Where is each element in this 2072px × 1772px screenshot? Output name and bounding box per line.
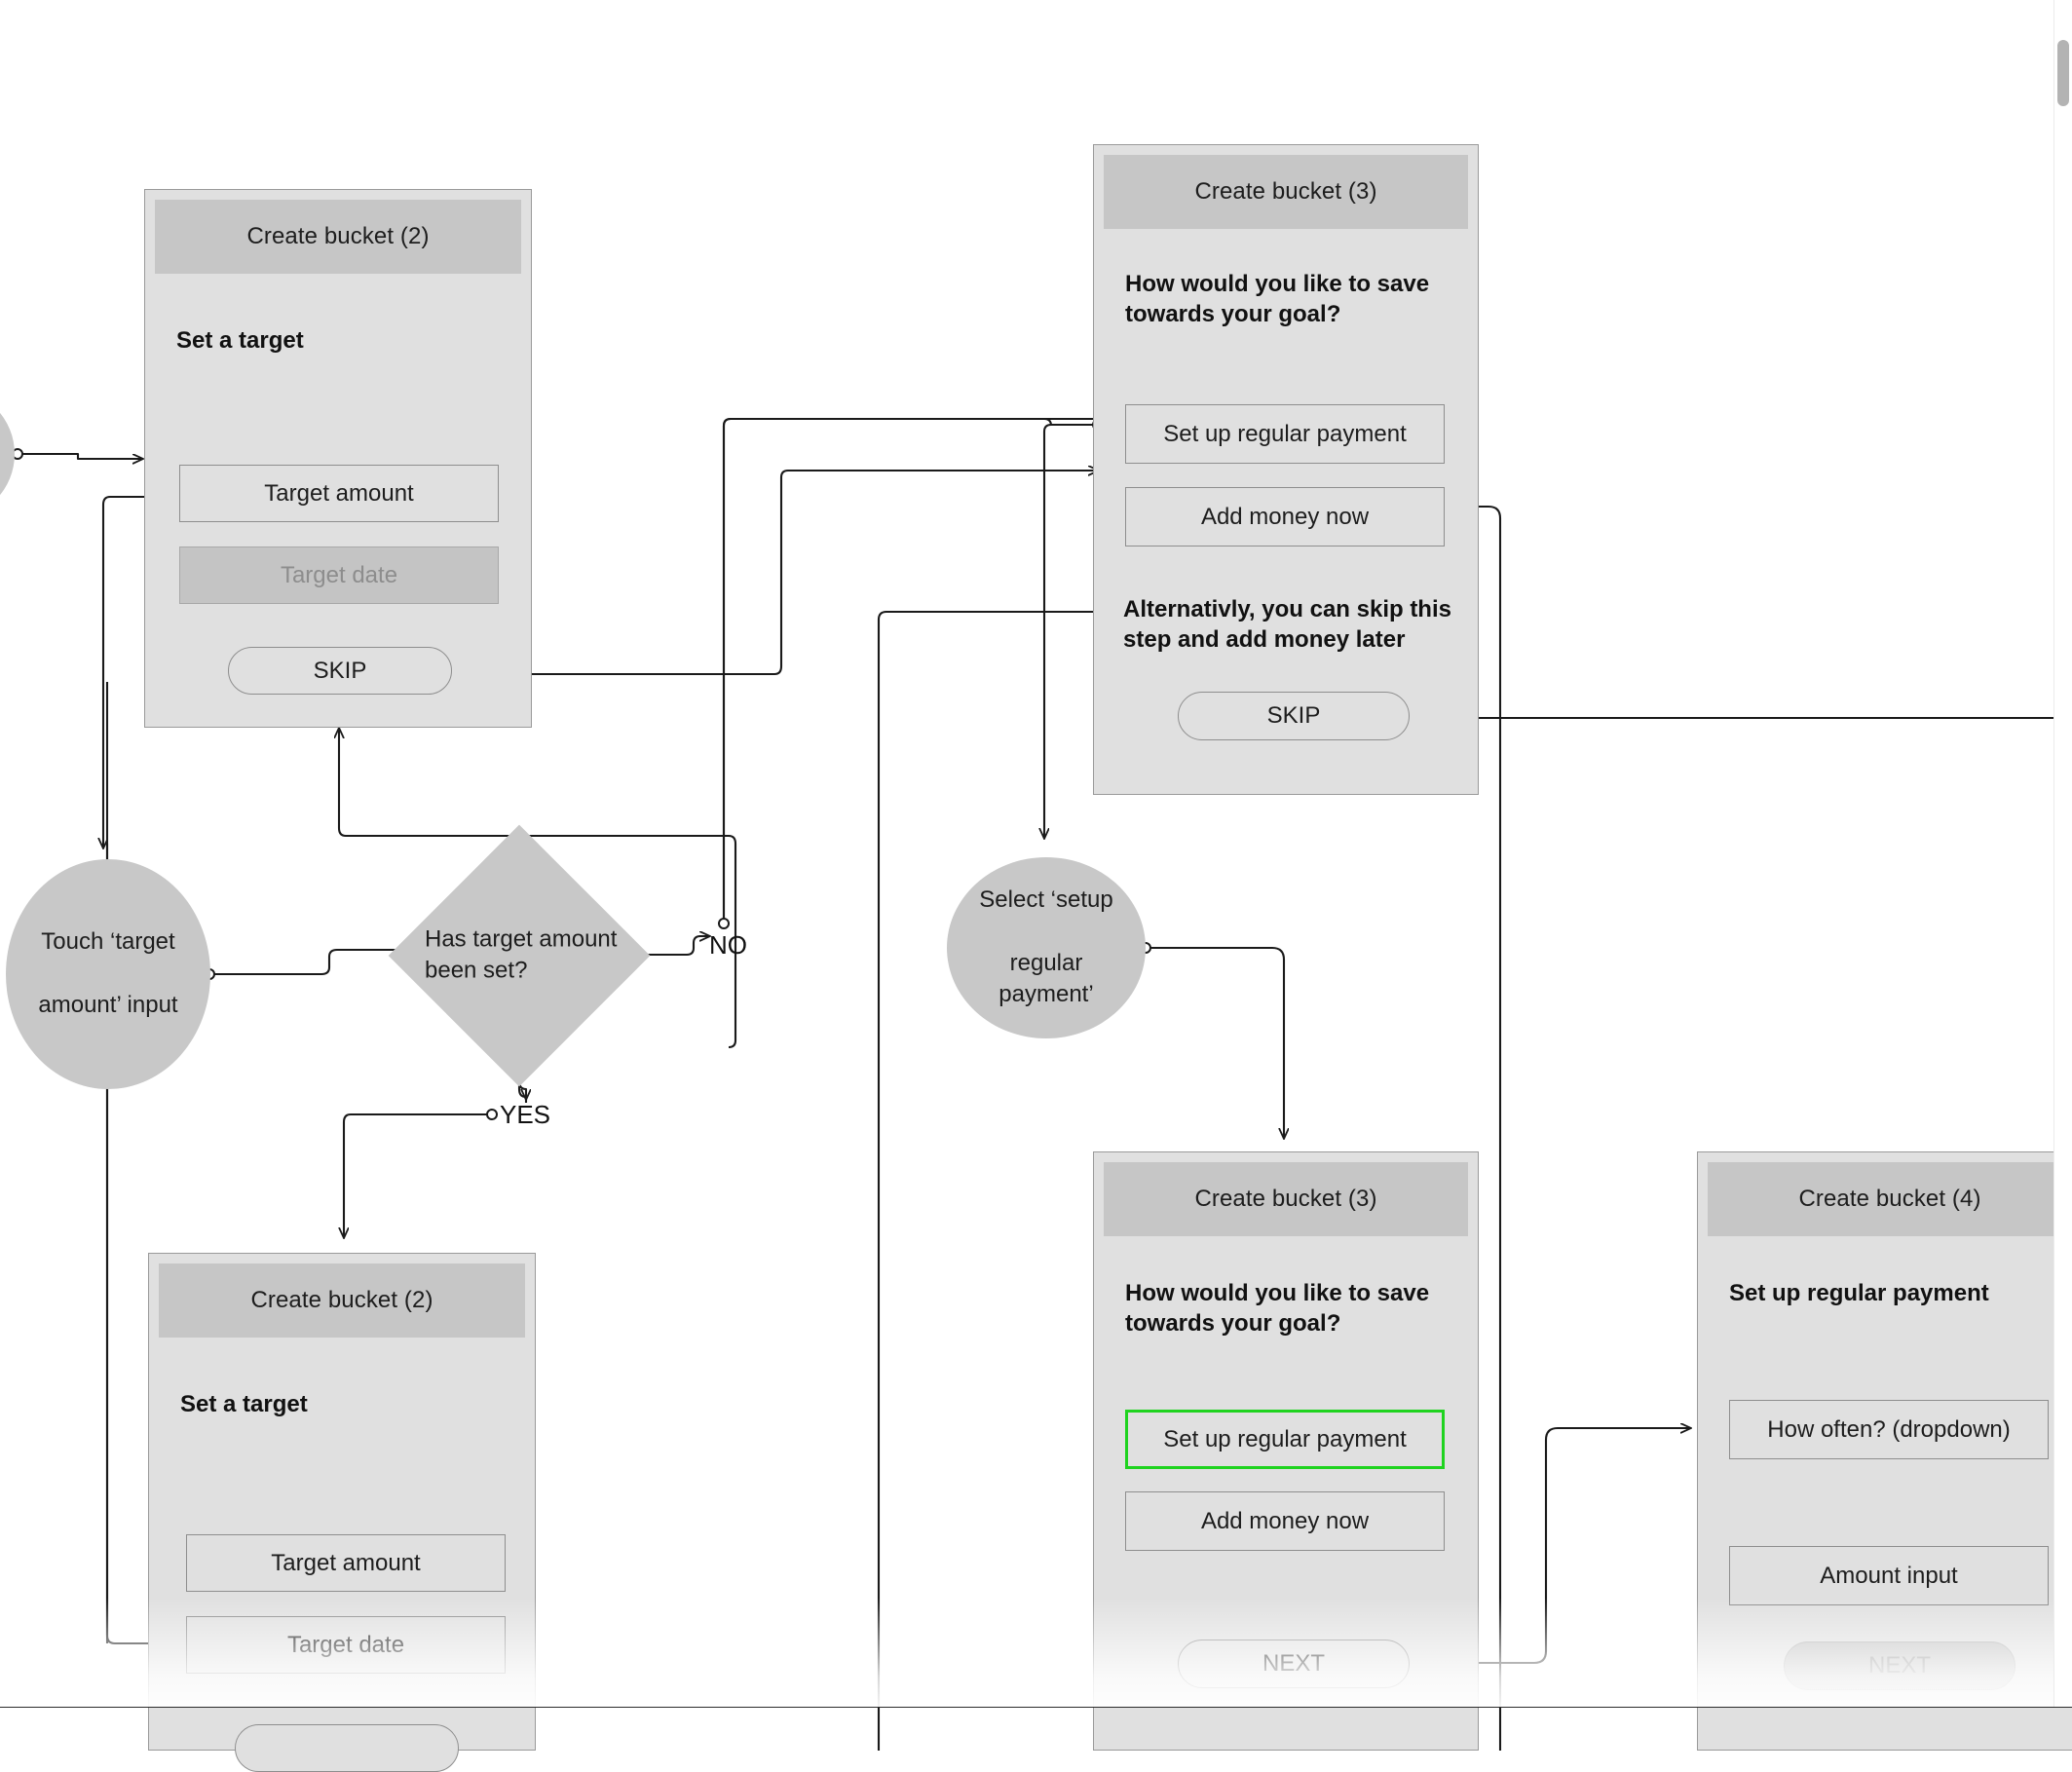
node-label-line2: regular payment’ xyxy=(998,950,1094,1008)
screen-create-bucket-3-top: Create bucket (3) How would you like to … xyxy=(1093,144,1479,795)
screen-title: Create bucket (4) xyxy=(1708,1162,2072,1236)
button-skip[interactable]: SKIP xyxy=(1178,692,1410,740)
field-set-up-regular-payment[interactable]: Set up regular payment xyxy=(1125,404,1445,464)
node-label-line2: been set? xyxy=(425,958,528,984)
edge-select-node-to-create-bucket-3-selected xyxy=(1146,946,1284,1138)
node-offscreen-partial xyxy=(0,390,15,518)
screen-create-bucket-2-empty: Create bucket (2) Set a target Target am… xyxy=(144,189,532,728)
screen-heading: Set a target xyxy=(180,1391,308,1417)
edge-touch-node-to-decision xyxy=(209,950,409,976)
screen-heading: Set a target xyxy=(176,327,304,354)
screen-heading: Set up regular payment xyxy=(1729,1280,1989,1306)
screen-heading: How would you like to save towards your … xyxy=(1125,271,1430,327)
field-amount-input[interactable]: Amount input xyxy=(1729,1546,2049,1605)
bottom-divider xyxy=(0,1707,2072,1708)
edge-skip1-to-create-bucket-3 xyxy=(451,471,1098,676)
node-label-line2: amount’ input xyxy=(38,992,178,1019)
screen-heading: How would you like to save towards your … xyxy=(1125,1280,1430,1337)
edge-yes-to-create-bucket-2-filled xyxy=(344,1112,492,1237)
edge-skip-trunk-down xyxy=(877,610,1098,1751)
node-touch-target-amount[interactable]: Touch ‘target amount’ input xyxy=(6,859,210,1089)
screen-secondary-heading: Alternativly, you can skip this step and… xyxy=(1123,596,1451,653)
screen-create-bucket-2-filled: Create bucket (2) Set a target Target am… xyxy=(148,1253,536,1772)
edge-no-riser xyxy=(722,417,1053,924)
field-target-date: Target date xyxy=(179,547,499,604)
edge-dot-yes xyxy=(486,1109,498,1120)
node-select-setup-regular-payment[interactable]: Select ‘setup regular payment’ xyxy=(947,857,1146,1038)
node-label-line1: Has target amount xyxy=(425,925,618,953)
node-label: Select ‘setup regular payment’ xyxy=(947,885,1146,1011)
edge-dot-no xyxy=(718,918,730,929)
node-label-line1: Select ‘setup xyxy=(979,886,1113,914)
node-label: Has target amount been set? xyxy=(397,924,641,988)
field-target-amount[interactable]: Target amount xyxy=(186,1534,506,1592)
screen-title: Create bucket (3) xyxy=(1104,1162,1468,1236)
button-next-partial[interactable] xyxy=(235,1724,459,1772)
edge-setup-regular-payment-to-select-node xyxy=(1044,423,1098,838)
edge-offscreen-to-create-bucket-2 xyxy=(18,452,142,459)
field-how-often-dropdown[interactable]: How often? (dropdown) xyxy=(1729,1400,2049,1459)
field-add-money-now[interactable]: Add money now xyxy=(1125,487,1445,547)
button-skip[interactable]: SKIP xyxy=(228,647,452,695)
button-next[interactable]: NEXT xyxy=(1178,1640,1410,1688)
field-target-amount[interactable]: Target amount xyxy=(179,465,499,522)
screen-create-bucket-3-selected: Create bucket (3) How would you like to … xyxy=(1093,1151,1479,1751)
edge-label-yes: YES xyxy=(500,1100,551,1129)
node-label-line1: Touch ‘target xyxy=(41,928,175,956)
vertical-scrollbar-track[interactable] xyxy=(2053,0,2072,1707)
screen-title: Create bucket (2) xyxy=(159,1263,525,1338)
node-has-target-amount-been-set[interactable]: Has target amount been set? xyxy=(388,824,651,1087)
field-set-up-regular-payment[interactable]: Set up regular payment xyxy=(1125,1410,1445,1469)
edge-label-no: NO xyxy=(709,930,747,960)
screen-title: Create bucket (2) xyxy=(155,200,521,274)
edge-no-to-setup-regular-payment xyxy=(722,417,1098,924)
vertical-scrollbar-thumb[interactable] xyxy=(2057,40,2069,106)
node-label: Touch ‘target amount’ input xyxy=(11,926,205,1021)
screen-title: Create bucket (3) xyxy=(1104,155,1468,229)
field-target-date[interactable]: Target date xyxy=(186,1616,506,1674)
field-add-money-now[interactable]: Add money now xyxy=(1125,1491,1445,1551)
screen-create-bucket-4: Create bucket (4) Set up regular payment… xyxy=(1697,1151,2072,1751)
button-next: NEXT xyxy=(1784,1641,2015,1690)
